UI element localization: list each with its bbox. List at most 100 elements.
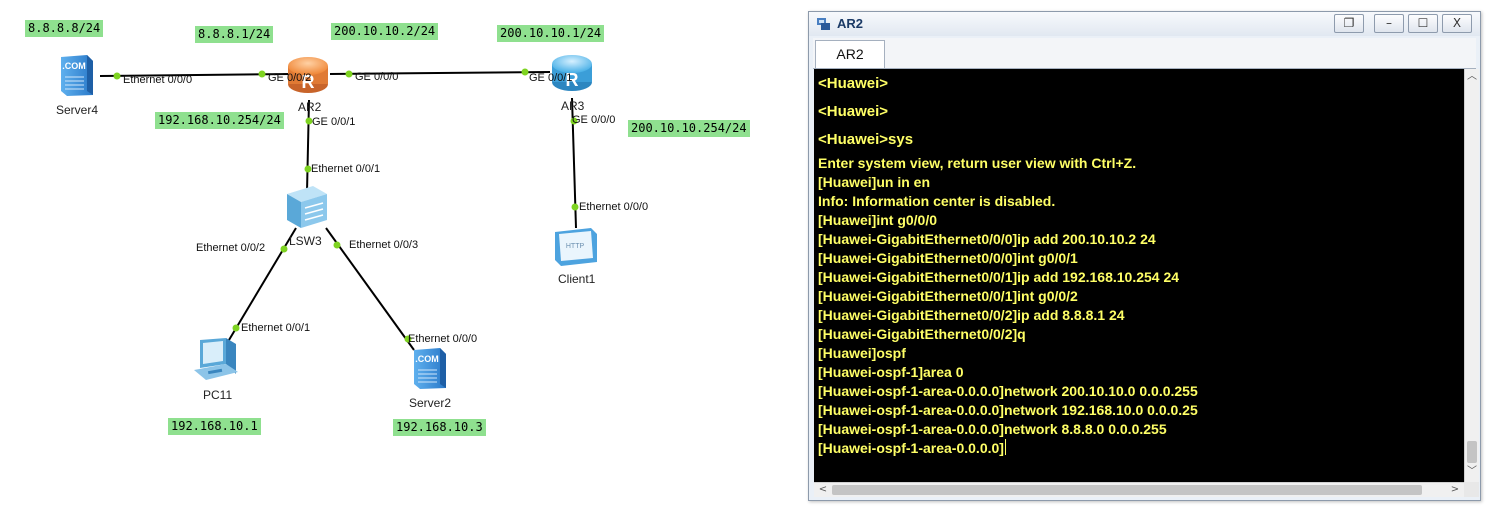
port-label-ar2-ge002: GE 0/0/2 — [268, 72, 312, 84]
port-label-pc11-eth: Ethernet 0/0/1 — [241, 322, 311, 334]
console-line: [Huawei]int g0/0/0 — [818, 212, 938, 228]
horizontal-scrollbar[interactable]: < > — [814, 482, 1464, 497]
pc11-label: PC11 — [203, 388, 233, 402]
vertical-scroll-thumb[interactable] — [1467, 441, 1477, 463]
link-lsw3-server2[interactable] — [325, 227, 415, 351]
console-line: [Huawei-GigabitEthernet0/0/1]int g0/0/2 — [818, 288, 1078, 304]
vertical-scrollbar[interactable]: ︿ ﹀ — [1464, 69, 1479, 482]
ip-label-server4: 8.8.8.8/24 — [25, 20, 104, 37]
ip-label-ar3-g001: 200.10.10.1/24 — [497, 25, 605, 42]
svg-text:R: R — [302, 72, 315, 92]
link-dot — [280, 245, 288, 253]
port-label-ar2-ge000: GE 0/0/0 — [355, 71, 399, 83]
console-line: [Huawei-GigabitEthernet0/0/0]ip add 200.… — [818, 231, 1156, 247]
ip-label-ar2-g001: 192.168.10.254/24 — [155, 112, 284, 129]
link-dot — [304, 165, 312, 173]
router-icon: R — [288, 57, 328, 93]
ip-label-ar3-g000: 200.10.10.254/24 — [628, 120, 750, 137]
tab-strip: AR2 — [813, 38, 1476, 69]
close-button[interactable]: X — [1442, 14, 1472, 33]
lsw3-switch[interactable] — [283, 184, 331, 235]
pc11-device[interactable] — [192, 336, 244, 389]
svg-text:R: R — [566, 70, 579, 90]
router-icon: R — [552, 55, 592, 91]
server-icon: .COM — [61, 55, 93, 96]
console-line: [Huawei-GigabitEthernet0/0/1]ip add 192.… — [818, 269, 1180, 285]
ip-label-pc11: 192.168.10.1 — [168, 418, 261, 435]
port-label-server2-eth: Ethernet 0/0/0 — [408, 333, 478, 345]
client1-device[interactable]: HTTP — [551, 224, 599, 273]
scroll-up-icon[interactable]: ︿ — [1467, 71, 1477, 82]
port-label-lsw3-eth002: Ethernet 0/0/2 — [196, 242, 266, 254]
text-cursor — [1004, 439, 1006, 455]
link-server4-ar2[interactable] — [99, 73, 291, 77]
link-dot — [232, 324, 240, 332]
link-dot — [571, 203, 579, 211]
topology-links — [99, 68, 579, 351]
port-label-client1-eth: Ethernet 0/0/0 — [579, 201, 649, 213]
console-line: [Huawei]ospf — [818, 345, 906, 361]
link-dot — [113, 72, 121, 80]
console-line: [Huawei]un in en — [818, 174, 930, 190]
console-line: Enter system view, return user view with… — [818, 155, 1137, 171]
horizontal-scroll-thumb[interactable] — [832, 485, 1422, 495]
link-dot — [333, 241, 341, 249]
port-label-ar3-ge001: GE 0/0/1 — [529, 72, 573, 84]
server-icon: .COM — [414, 348, 446, 389]
topology-canvas[interactable]: 8.8.8.8/24 8.8.8.1/24 200.10.10.2/24 200… — [0, 0, 800, 515]
lsw3-label: LSW3 — [289, 234, 322, 248]
switch-icon — [287, 186, 327, 228]
port-label-ar3-ge000: GE 0/0/0 — [572, 114, 616, 126]
terminal-window[interactable]: AR2 ❐ – ☐ X AR2 <Huawei><Huawei><Huawei>… — [808, 11, 1481, 501]
link-dot — [404, 335, 412, 343]
maximize-button[interactable]: ☐ — [1408, 14, 1438, 33]
link-dot — [258, 70, 266, 78]
ar2-label: AR2 — [298, 100, 322, 114]
console-line: <Huawei> — [818, 103, 889, 120]
scroll-right-icon[interactable]: > — [1450, 484, 1460, 495]
link-dot — [570, 117, 578, 125]
svg-text:.COM: .COM — [62, 61, 86, 71]
console-line: [Huawei-ospf-1]area 0 — [818, 364, 964, 380]
console-line: [Huawei-ospf-1-area-0.0.0.0]network 200.… — [818, 383, 1198, 399]
console-line: [Huawei-GigabitEthernet0/0/2]ip add 8.8.… — [818, 307, 1125, 323]
minimize-button[interactable]: – — [1374, 14, 1404, 33]
ar3-router[interactable]: R — [548, 46, 596, 99]
title-bar[interactable]: AR2 ❐ – ☐ X — [809, 12, 1480, 36]
restore-button[interactable]: ❐ — [1334, 14, 1364, 33]
console-line: [Huawei-ospf-1-area-0.0.0.0]network 192.… — [818, 402, 1198, 418]
ip-label-server2: 192.168.10.3 — [393, 419, 486, 436]
client1-label: Client1 — [558, 272, 596, 286]
tab-ar2[interactable]: AR2 — [815, 40, 885, 68]
scroll-corner — [1464, 482, 1479, 497]
scroll-down-icon[interactable]: ﹀ — [1467, 466, 1477, 477]
pc-icon — [194, 338, 238, 380]
server2-device[interactable]: .COM — [410, 346, 450, 395]
console-line: Info: Information center is disabled. — [818, 193, 1056, 209]
port-label-server4-eth: Ethernet 0/0/0 — [123, 74, 193, 86]
link-dot — [305, 117, 313, 125]
link-dot — [521, 68, 529, 76]
link-ar2-ar3[interactable] — [329, 71, 551, 75]
ar2-router[interactable]: R — [284, 48, 332, 101]
console-line: [Huawei-GigabitEthernet0/0/2]q — [818, 326, 1026, 342]
console-line: <Huawei> — [818, 75, 889, 92]
port-label-ar2-ge001: GE 0/0/1 — [312, 116, 356, 128]
ar3-label: AR3 — [561, 99, 585, 113]
svg-text:HTTP: HTTP — [566, 243, 585, 250]
ip-label-ar2-g002: 8.8.8.1/24 — [195, 26, 274, 43]
ip-label-ar2-g000: 200.10.10.2/24 — [331, 23, 439, 40]
scroll-left-icon[interactable]: < — [818, 484, 828, 495]
port-label-lsw3-eth003: Ethernet 0/0/3 — [349, 239, 419, 251]
client-icon: HTTP — [555, 228, 597, 266]
server4-label: Server4 — [56, 103, 99, 117]
port-label-lsw3-eth001: Ethernet 0/0/1 — [311, 163, 381, 175]
app-icon — [817, 18, 830, 30]
link-ar2-lsw3[interactable] — [306, 99, 310, 193]
svg-text:.COM: .COM — [415, 354, 439, 364]
console-line: <Huawei>sys — [818, 131, 914, 148]
console-line: [Huawei-ospf-1-area-0.0.0.0] — [818, 439, 1006, 456]
console-line: [Huawei-GigabitEthernet0/0/0]int g0/0/1 — [818, 250, 1078, 266]
server4-device[interactable]: .COM — [57, 53, 97, 102]
